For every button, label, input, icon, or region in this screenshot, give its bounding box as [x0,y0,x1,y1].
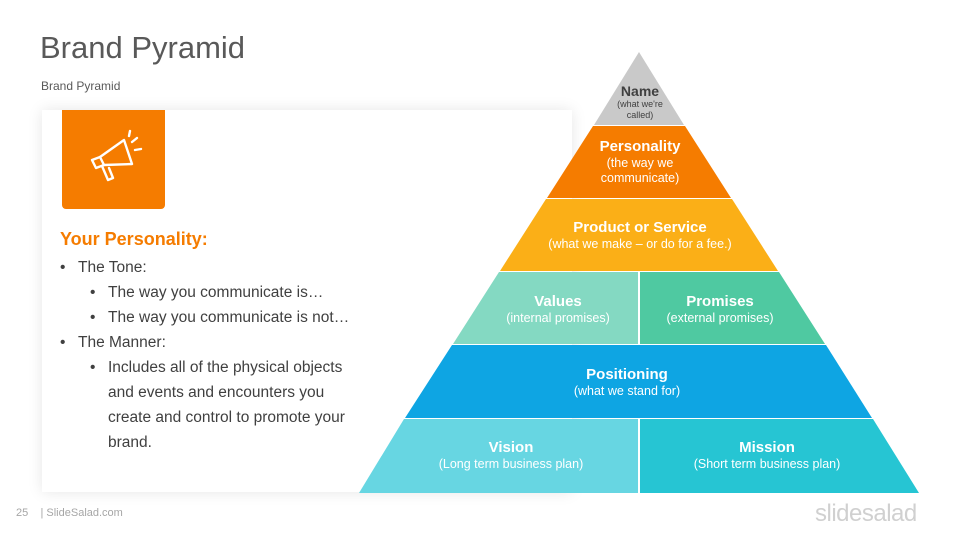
bullet-list: The Tone: The way you communicate is… Th… [60,255,370,455]
tier-personality-label: Personality (the way we communicate) [580,138,700,186]
tier-mission-label: Mission (Short term business plan) [677,439,857,472]
tier-title: Name [620,83,660,99]
tier-name-label: Name (what we're called) [600,83,680,121]
footer: 25 | SlideSalad.com [16,507,123,519]
page-subtitle: Brand Pyramid [41,79,121,93]
sub-bullet-item: The way you communicate is not… [60,305,370,330]
tier-subtitle: (the way we communicate) [600,156,680,185]
tier-name [594,52,684,125]
tier-subtitle: (what we're called) [617,99,663,120]
tier-subtitle: (Short term business plan) [693,457,841,471]
tier-mission [640,419,919,493]
sub-bullet-item: The way you communicate is… [60,280,370,305]
brand-logo: slidesalad [815,500,917,527]
tier-title: Promises [686,293,754,310]
sub-bullet-item: Includes all of the physical objects and… [60,355,370,455]
megaphone-icon [90,129,142,181]
bullet-item: The Tone: [60,255,370,280]
page-number: 25 [16,507,29,519]
icon-box [62,110,165,209]
tier-subtitle: (external promises) [666,311,774,325]
tier-promises-label: Promises (external promises) [650,293,790,326]
tier-promises [640,272,825,344]
site-link[interactable]: | SlideSalad.com [40,507,123,519]
page-title: Brand Pyramid [40,30,246,65]
tier-title: Mission [739,439,795,456]
section-heading: Your Personality: [60,229,208,249]
tier-title: Personality [599,138,681,155]
bullet-item: The Manner: [60,330,370,355]
tier-personality [547,126,731,198]
